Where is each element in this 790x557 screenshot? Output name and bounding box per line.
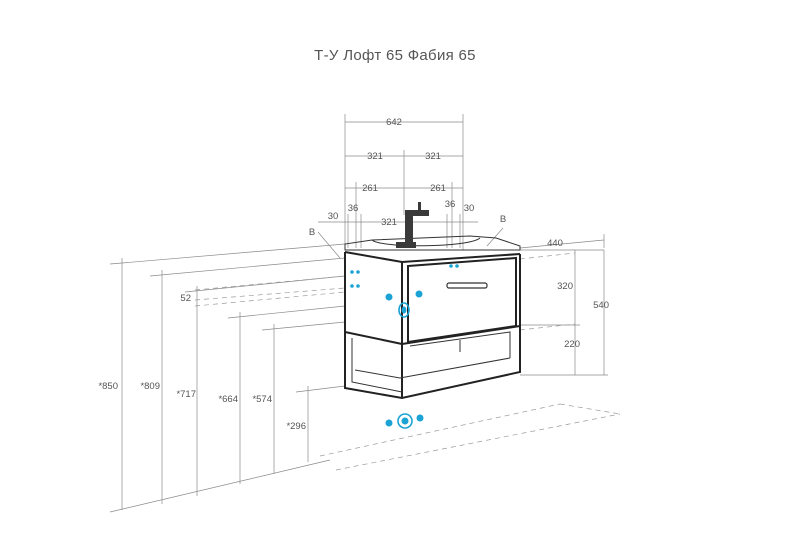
dim-width-total: 642 — [386, 117, 402, 128]
mount-point-icon — [350, 284, 354, 288]
dim-offset-left-30: 30 — [328, 211, 339, 222]
dim-offset-left-36: 36 — [348, 203, 359, 214]
page-title: Т-У Лофт 65 Фабия 65 — [314, 47, 476, 64]
mount-point-icon — [455, 264, 459, 268]
mount-point-icon — [356, 270, 360, 274]
height-dimension-lines — [109, 243, 346, 513]
floor-point-icon — [385, 419, 393, 427]
dim-depth: 440 — [547, 238, 563, 249]
mount-point-icon — [449, 264, 453, 268]
mount-point-icon — [350, 270, 354, 274]
faucet — [396, 202, 429, 248]
dim-offset-right-36: 36 — [445, 199, 456, 210]
dim-height-574: *574 — [252, 394, 272, 405]
mount-point-icon — [356, 284, 360, 288]
dim-height-717: *717 — [176, 389, 196, 400]
dim-height-809: *809 — [140, 381, 160, 392]
washbasin-bowl — [371, 237, 481, 247]
floor-point-icon — [416, 414, 424, 422]
dim-height-296: *296 — [286, 421, 306, 432]
dim-inner-left: 261 — [362, 183, 378, 194]
dim-drawer-height: 320 — [557, 281, 573, 292]
washbasin-top — [344, 235, 521, 251]
dim-offset-right-30: 30 — [464, 203, 475, 214]
right-dimension-lines — [520, 249, 608, 376]
top-dimension-lines — [317, 114, 504, 259]
dimension-labels: 642 321 321 261 261 30 36 321 36 30 B B … — [98, 117, 609, 432]
dim-center: 321 — [381, 217, 397, 228]
dim-inner-right: 261 — [430, 183, 446, 194]
cabinet — [344, 202, 521, 400]
dim-shelf-height: 220 — [564, 339, 580, 350]
dim-height-664: *664 — [218, 394, 238, 405]
connection-points — [350, 264, 459, 429]
water-inlet-icon — [415, 290, 423, 298]
water-inlet-icon — [385, 293, 393, 301]
dim-half-left: 321 — [367, 151, 383, 162]
dim-half-right: 321 — [425, 151, 441, 162]
marker-b-right: B — [500, 214, 506, 225]
floor-drain-icon — [401, 417, 409, 425]
floor-drain-icon — [397, 413, 413, 429]
depth-dimension-lines — [519, 234, 605, 249]
dim-height-850: *850 — [98, 381, 118, 392]
drain-outlet-icon — [401, 306, 407, 314]
dim-total-height: 540 — [593, 300, 609, 311]
marker-b-left: B — [309, 227, 315, 238]
dim-offset-52: 52 — [180, 293, 191, 304]
dashed-guides — [194, 252, 621, 471]
drawer-handle — [446, 282, 488, 289]
drain-outlet-icon — [398, 302, 410, 318]
